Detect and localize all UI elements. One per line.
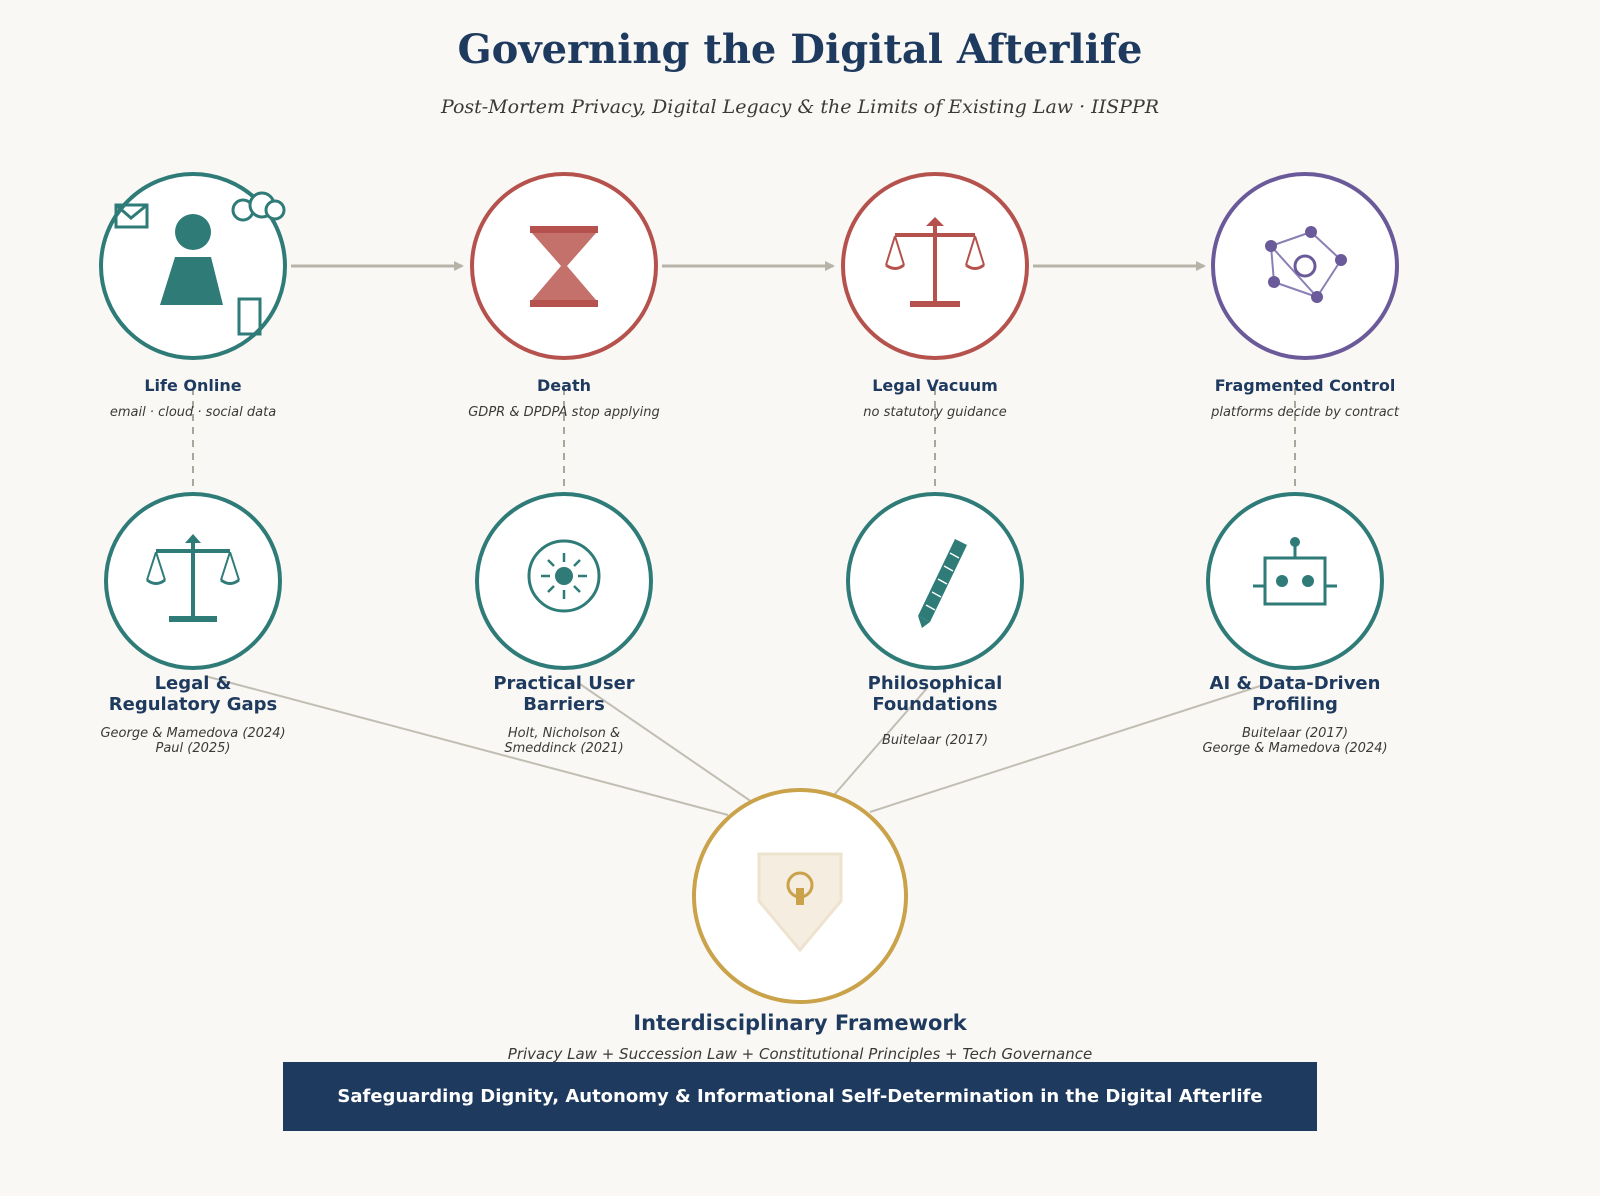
stage-subtitle-legal-vacuum: no statutory guidance xyxy=(863,405,1007,420)
dimension-ref-line: Buitelaar (2017) xyxy=(881,733,989,748)
connector-line-legal xyxy=(204,675,729,816)
dimension-title-legal: Legal & Regulatory Gaps xyxy=(33,673,353,715)
stage-life-online xyxy=(99,172,287,360)
stage-subtitle-death: GDPR & DPDPA stop applying xyxy=(468,405,660,420)
dimension-title-line: Philosophical xyxy=(867,673,1003,694)
person-devices-icon xyxy=(114,191,286,336)
stage-legal-vacuum xyxy=(841,172,1029,360)
dimension-title-line: Regulatory Gaps xyxy=(108,694,278,715)
connector-line-philosophical xyxy=(833,686,929,796)
connector-line-ai xyxy=(869,685,1261,813)
dimension-legal xyxy=(104,492,282,670)
dimension-practical xyxy=(475,492,653,670)
dimension-title-line: Barriers xyxy=(523,694,605,715)
dimension-philosophical xyxy=(846,492,1024,670)
stage-death xyxy=(470,172,658,360)
shield-lock-icon xyxy=(757,852,843,953)
conclusion-banner: Safeguarding Dignity, Autonomy & Informa… xyxy=(283,1062,1317,1131)
dimension-ref-line: George & Mamedova (2024) xyxy=(1202,741,1388,756)
dimension-ref-line: Buitelaar (2017) xyxy=(1241,726,1349,741)
stage-title-life-online: Life Online xyxy=(144,376,242,395)
dimension-refs-practical: Holt, Nicholson & Smeddinck (2021) xyxy=(404,726,724,756)
dimension-title-line: Foundations xyxy=(872,694,998,715)
dimension-title-practical: Practical User Barriers xyxy=(404,673,724,715)
page-subtitle: Post-Mortem Privacy, Digital Legacy & th… xyxy=(440,96,1160,118)
framework-hub xyxy=(692,788,908,1004)
network-icon xyxy=(1265,226,1347,303)
dimension-refs-legal: George & Mamedova (2024) Paul (2025) xyxy=(33,726,353,756)
dimension-title-line: AI & Data-Driven xyxy=(1209,673,1381,694)
dimension-title-ai: AI & Data-Driven Profiling xyxy=(1135,673,1455,715)
stage-title-death: Death xyxy=(537,376,591,395)
stage-fragmented-control xyxy=(1211,172,1399,360)
robot-icon xyxy=(1253,537,1337,606)
dimension-ai xyxy=(1206,492,1384,670)
dimension-title-line: Profiling xyxy=(1252,694,1338,715)
scales-icon xyxy=(146,534,240,622)
dimension-ref-line: Paul (2025) xyxy=(155,741,231,756)
page-title: Governing the Digital Afterlife xyxy=(457,26,1143,73)
connector-line-practical xyxy=(579,683,753,803)
framework-connectors xyxy=(204,675,1261,816)
dimension-title-line: Practical User xyxy=(493,673,635,694)
scales-icon xyxy=(885,217,985,307)
dimension-refs-ai: Buitelaar (2017) George & Mamedova (2024… xyxy=(1135,726,1455,756)
stage-subtitle-fragmented-control: platforms decide by contract xyxy=(1211,405,1399,420)
dimension-ref-line: George & Mamedova (2024) xyxy=(100,726,286,741)
pen-icon xyxy=(918,539,967,628)
dimension-ref-line: Holt, Nicholson & xyxy=(507,726,621,741)
stage-subtitle-life-online: email · cloud · social data xyxy=(109,405,277,420)
framework-subtitle: Privacy Law + Succession Law + Constitut… xyxy=(507,1045,1093,1063)
dimension-ref-line: Smeddinck (2021) xyxy=(504,741,624,756)
hourglass-icon xyxy=(530,226,598,307)
conclusion-banner-text: Safeguarding Dignity, Autonomy & Informa… xyxy=(337,1086,1263,1107)
dimension-refs-philosophical: Buitelaar (2017) xyxy=(775,733,1095,748)
stage-title-legal-vacuum: Legal Vacuum xyxy=(872,376,998,395)
dimension-title-line: Legal & xyxy=(154,673,232,694)
stage-title-fragmented-control: Fragmented Control xyxy=(1214,376,1396,395)
gear-icon xyxy=(527,539,601,613)
dashed-links xyxy=(192,388,1296,488)
framework-title: Interdisciplinary Framework xyxy=(633,1011,967,1035)
dimension-title-philosophical: Philosophical Foundations xyxy=(775,673,1095,715)
